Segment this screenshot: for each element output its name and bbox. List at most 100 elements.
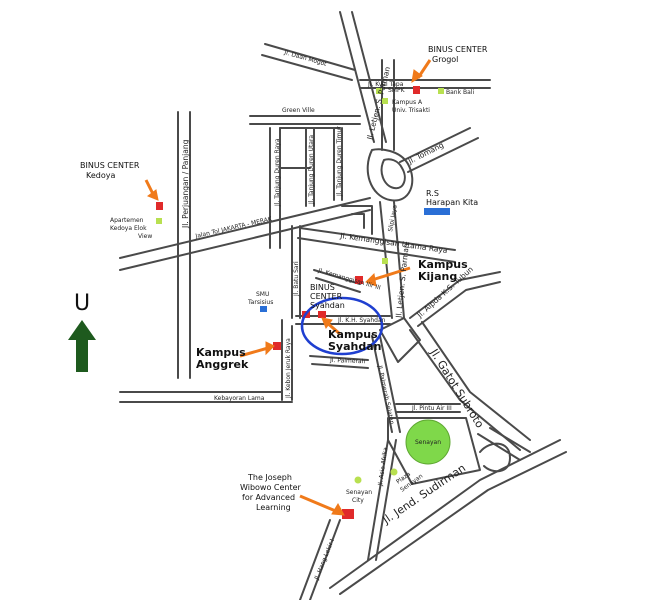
road-letjen-parman-north — [339, 11, 387, 143]
binus-kedoya-label-1: BINUS CENTER — [80, 161, 140, 170]
joseph-wibowo-label-1: The Joseph — [247, 473, 292, 482]
label-tanjung-duren-utara: Jl. Tanjung Duren Utara — [308, 135, 315, 205]
road-senayan-block — [387, 417, 481, 485]
kampus-anggrek-label-1: Kampus — [196, 346, 246, 359]
bank-bali-marker — [438, 88, 444, 94]
bank-bali-label: Bank Bali — [446, 89, 474, 96]
road-palmerah-selatan — [371, 335, 401, 433]
joseph-wibowo-marker — [342, 509, 354, 519]
senayan-city-label-2: City — [352, 497, 364, 504]
label-letjen-parman-south: Jl. Letjen. S. Parman — [394, 243, 411, 320]
kampus-syahdan-label-1: Kampus — [328, 328, 378, 341]
joseph-wibowo-label-4: Learning — [256, 503, 291, 512]
label-tanjung-duren-timur: Jl. Tanjung Duren Timur — [336, 126, 343, 197]
rs-harapan-kita-label-2: Harapan Kita — [426, 198, 478, 207]
arrow-joseph — [299, 494, 339, 514]
kampus-anggrek-marker — [273, 342, 281, 350]
road-pintu-air — [395, 403, 461, 413]
road-slipi-block — [341, 205, 373, 235]
kampus-kijang-label-2: Kijang — [418, 270, 457, 283]
smpk-marker — [376, 88, 382, 94]
binus-kedoya-marker — [156, 202, 163, 210]
road-toll-jakarta-merak — [119, 197, 371, 271]
arrow-anggrek-head — [265, 341, 275, 356]
kampus-syahdan-marker — [318, 311, 326, 318]
road-network — [119, 11, 567, 600]
road-tanjung-duren-cross — [279, 127, 341, 169]
kampus-syahdan-label-2: Syahdan — [328, 340, 381, 353]
arrow-syahdan-head — [321, 317, 333, 330]
senayan-city-marker — [354, 476, 362, 484]
label-hang-lekir: Jl. Hang Lekir I — [313, 538, 336, 582]
road-batu-sari — [291, 225, 301, 319]
label-kh-syahdan: Jl. K.H. Syahdan — [337, 317, 386, 324]
compass-letter: U — [74, 291, 90, 316]
slipi-green-marker — [382, 258, 388, 264]
binus-grogol-label-1: BINUS CENTER — [428, 45, 488, 54]
road-daan-mogot — [261, 43, 356, 81]
road-syahdan-connector — [309, 355, 369, 369]
arrow-joseph-head — [331, 502, 345, 516]
road-kh-syahdan — [295, 315, 391, 325]
road-tomang — [399, 127, 479, 173]
road-tanjung-duren-raya — [269, 127, 281, 249]
road-tomang-interchange-inner — [380, 158, 406, 190]
road-kebon-jeruk — [281, 319, 293, 401]
label-slipi-jaya: Slipi Jaya — [387, 204, 399, 232]
smpk-label: SMPK — [388, 87, 406, 94]
senayan-city-label-1: Senayan — [346, 489, 372, 496]
label-kebayoran-lama: Kebayoran Lama — [214, 395, 265, 402]
binus-grogol-marker — [413, 86, 420, 94]
smu-tarsisius-label-1: SMU — [256, 291, 269, 298]
binus-syahdan-label-3: Syahdan — [310, 301, 345, 310]
label-kebon-jeruk: Jl. Kebon Jeruk Raya — [285, 338, 292, 399]
road-slipi-triangle — [379, 317, 421, 363]
road-hang-lekir — [299, 519, 341, 600]
binus-grogol-label-2: Grogol — [432, 55, 458, 64]
rs-harapan-kita-marker — [424, 208, 450, 215]
north-arrow-icon — [68, 320, 96, 372]
label-kemanggisan-utama: Jl. Kemanggisan Utama Raya — [339, 231, 448, 255]
arrow-kijang-head — [365, 272, 377, 287]
arrow-grogol-head — [411, 69, 423, 83]
road-tanjung-duren-timur — [333, 127, 343, 201]
road-aipda-tubun — [409, 271, 501, 327]
trisakti-label-1: Kampus A — [392, 99, 423, 106]
kampus-kijang-label-1: Kampus — [418, 258, 468, 271]
plaza-senayan-marker — [390, 468, 398, 476]
road-semanggi-cloverleaf — [477, 427, 531, 473]
place-labels: BINUS CENTER Grogol SMPK Bank Bali Kampu… — [80, 45, 488, 512]
kampus-kijang-marker — [355, 276, 363, 284]
label-daan-mogot: Jl. Daan Mogot — [282, 49, 327, 68]
arrow-kijang — [371, 266, 411, 282]
apartemen-marker — [156, 218, 162, 224]
apartemen-label-1: Apartemen — [110, 217, 144, 224]
binus-kedoya-label-2: Kedoya — [86, 171, 115, 180]
label-pintu-air: Jl. Pintu Air III — [411, 405, 452, 412]
kampus-syahdan-highlight — [300, 296, 384, 356]
label-palmerah-small: Jl. Palmerah — [329, 357, 366, 365]
road-kemanggisan-utama — [297, 227, 456, 263]
road-kemanggisan-ilir — [313, 269, 361, 293]
rs-harapan-kita-label-1: R.S — [426, 189, 439, 198]
binus-syahdan-label-2: CENTER — [310, 292, 343, 301]
joseph-wibowo-label-2: Wibowo Center — [240, 483, 302, 492]
label-asia-afrika: Jl. Asia Afrika — [377, 446, 390, 487]
kampus-anggrek-label-2: Anggrek — [196, 358, 249, 371]
trisakti-label-2: Univ. Trisakti — [392, 107, 430, 114]
joseph-wibowo-label-3: for Advanced — [242, 493, 295, 502]
binus-syahdan-label-1: BINUS — [310, 283, 335, 292]
trisakti-marker — [382, 98, 388, 104]
apartemen-label-2: Kedoya Elok — [110, 225, 147, 232]
label-tanjung-duren-raya: Jl. Tanjung Duren Raya — [274, 138, 281, 207]
senayan-label: Senayan — [415, 439, 441, 446]
label-batu-sari: Jl. Batu Sari — [293, 261, 300, 297]
smu-tarsisius-label-2: Tarsisius — [247, 299, 273, 306]
road-asia-afrika — [367, 439, 397, 561]
label-green-ville: Green Ville — [282, 107, 315, 114]
road-green-ville — [249, 115, 361, 125]
arrow-anggrek — [239, 346, 269, 358]
road-tomang-interchange — [366, 148, 414, 202]
